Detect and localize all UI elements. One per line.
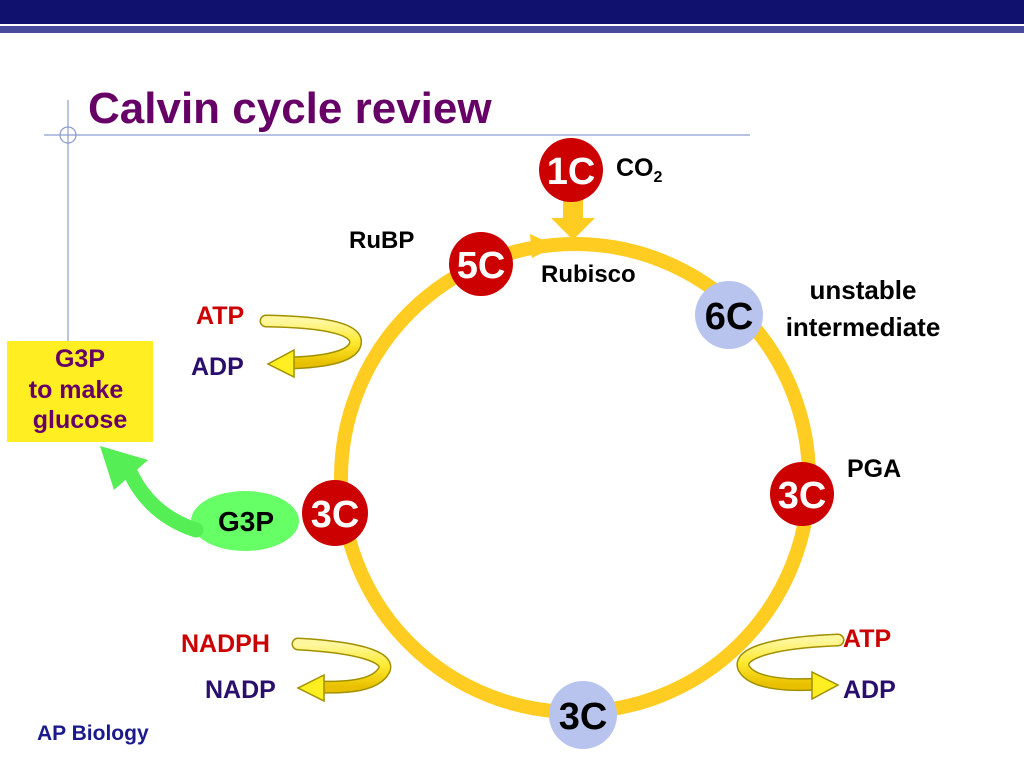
pga-label: PGA <box>847 455 901 483</box>
nadph-nadp-arrow <box>291 637 392 703</box>
node-5c-label: 5C <box>457 245 506 287</box>
node-3c-bottom <box>549 681 617 749</box>
green-arrow <box>100 446 204 538</box>
rubp-label: RuBP <box>349 227 414 254</box>
g3p-oval <box>191 491 299 551</box>
footer-label: AP Biology <box>37 722 149 745</box>
node-1c <box>539 138 603 202</box>
header-stripe <box>0 26 1024 33</box>
node-3c-g3p <box>302 480 368 546</box>
g3p-box-line1: G3P <box>55 345 105 373</box>
g3p-glucose-box <box>7 341 153 442</box>
g3p-oval-label: G3P <box>218 506 274 537</box>
node-3c-bottom-label: 3C <box>559 696 608 738</box>
unstable-label-line1: unstable <box>810 275 917 305</box>
g3p-box-line2: to make <box>29 376 124 404</box>
node-3c-g3p-label: 3C <box>311 494 360 536</box>
co2-label: CO2 <box>616 154 663 186</box>
adp-label-left: ADP <box>191 353 244 381</box>
node-1c-label: 1C <box>547 151 596 193</box>
node-3c-pga-label: 3C <box>778 475 827 517</box>
ring-arrowhead <box>530 234 556 258</box>
atp-label-right: ATP <box>843 625 891 653</box>
atp-adp-arrow-right <box>736 633 845 701</box>
node-5c <box>449 232 513 296</box>
guide-lines <box>44 100 750 345</box>
atp-adp-arrow-left <box>259 314 362 379</box>
adp-label-right: ADP <box>843 676 896 704</box>
co2-arrow <box>551 196 595 240</box>
node-6c-label: 6C <box>705 296 754 338</box>
node-3c-pga <box>770 462 834 526</box>
unstable-label-line2: intermediate <box>786 312 941 342</box>
nadph-label: NADPH <box>181 630 270 658</box>
g3p-box-line3: glucose <box>33 406 128 434</box>
slide-title: Calvin cycle review <box>88 84 492 133</box>
atp-label-left: ATP <box>196 302 244 330</box>
node-6c <box>695 281 763 349</box>
header-bar <box>0 0 1024 24</box>
rubisco-label: Rubisco <box>541 261 636 288</box>
nadp-label: NADP <box>205 676 276 704</box>
